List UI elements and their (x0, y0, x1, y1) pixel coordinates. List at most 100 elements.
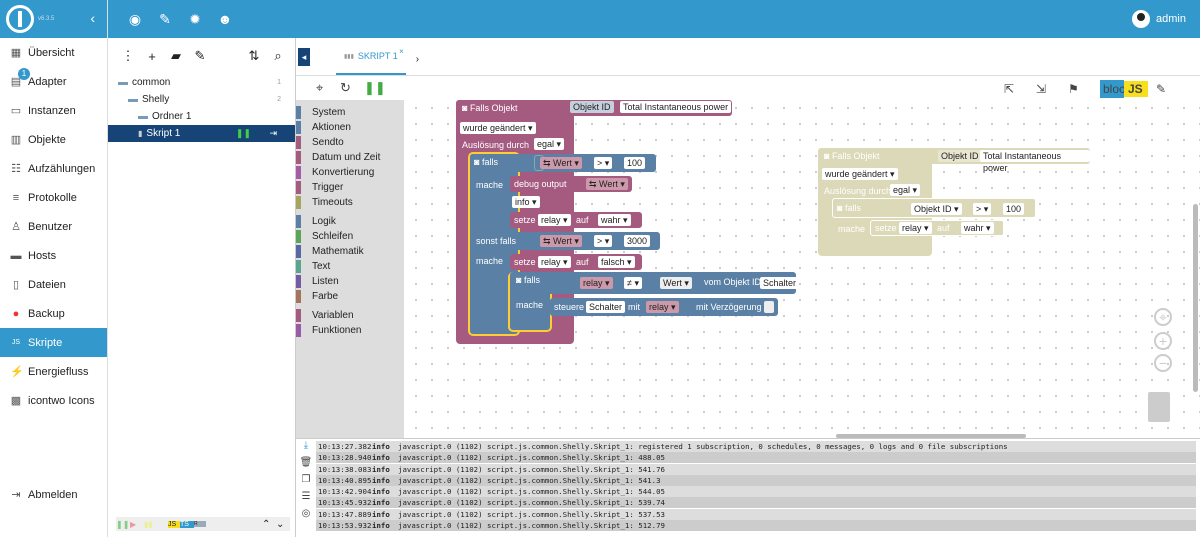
control-relay-dropdown[interactable]: relay ▾ (646, 301, 679, 313)
center-icon[interactable]: ⌖ (1154, 308, 1172, 326)
toolbox-category-system[interactable]: System (296, 105, 404, 120)
info-dropdown[interactable]: info ▾ (512, 196, 540, 208)
elseif-operator[interactable]: > ▾ (594, 235, 613, 247)
zoom-in-icon[interactable]: + (1154, 332, 1172, 350)
target-icon[interactable]: ⌖ (316, 80, 324, 95)
toolbox-category-variablen[interactable]: Variablen (296, 308, 404, 323)
disabled-true-dropdown[interactable]: wahr ▾ (961, 222, 994, 234)
tab-skript-1[interactable]: ▮▮▮ SKRIPT 1 × (336, 39, 406, 75)
back-icon[interactable]: ◂ (298, 48, 310, 66)
export-icon[interactable]: ⇱ (1004, 82, 1015, 96)
ts-filter-icon[interactable]: TS (180, 520, 194, 528)
pause-icon[interactable]: ❚❚ (364, 80, 386, 95)
disabled-relay-dropdown[interactable]: relay ▾ (899, 222, 932, 234)
toolbox-category-konvertierung[interactable]: Konvertierung (296, 165, 404, 180)
elseif-value-dropdown[interactable]: ⇆ Wert ▾ (540, 235, 582, 247)
objid-value[interactable]: Total Instantaneous power (620, 101, 732, 113)
trigger-dropdown[interactable]: egal ▾ (534, 138, 565, 150)
sidebar-item-benutzer[interactable]: ♙Benutzer (0, 212, 107, 241)
js-filter-icon[interactable]: JS (168, 520, 180, 528)
toolbox-category-schleifen[interactable]: Schleifen (296, 229, 404, 244)
tree-row[interactable]: ▮Skript 1❚❚⇥ (108, 125, 295, 142)
control-block[interactable]: steuere Schalter mit relay ▾ mit Verzöge… (550, 298, 778, 316)
rules-filter-icon[interactable]: R (194, 521, 206, 527)
control-schalter[interactable]: Schalter (586, 301, 626, 313)
import-icon[interactable]: ⇲ (1036, 82, 1047, 96)
toolbox-category-sendto[interactable]: Sendto (296, 135, 404, 150)
disabled-objid-dropdown[interactable]: Objekt ID ▾ (911, 203, 962, 215)
toolbox-category-datum-und-zeit[interactable]: Datum und Zeit (296, 150, 404, 165)
disabled-changed[interactable]: wurde geändert ▾ (822, 168, 898, 180)
number-3000[interactable]: 3000 (624, 235, 651, 247)
neq-operator[interactable]: ≠ ▾ (624, 277, 642, 289)
tree-row[interactable]: ▬Ordner 1 (108, 108, 295, 125)
toolbox-category-logik[interactable]: Logik (296, 214, 404, 229)
edit-icon[interactable]: ✎ (194, 48, 206, 63)
trigger-block-header[interactable]: ◙ Falls Objekt Objekt ID Total Instantan… (456, 100, 732, 116)
js-convert-button[interactable]: JS (1124, 81, 1148, 97)
debug-block[interactable]: debug output ⇆ Wert ▾ (510, 176, 632, 192)
iobroker-logo[interactable] (6, 5, 34, 33)
blockly-filter-icon[interactable]: ▮▮ (144, 519, 153, 529)
nested-value-dropdown[interactable]: Wert ▾ (660, 277, 692, 289)
export-script-icon[interactable]: ⇥ (269, 128, 277, 138)
pause-script-icon[interactable]: ❚❚ (235, 128, 251, 138)
chevron-right-icon[interactable]: › (415, 54, 420, 65)
flag-icon[interactable]: ⚑ (1068, 82, 1079, 96)
collapse-all-icon[interactable]: ⌄ (276, 518, 285, 530)
disabled-if-row[interactable]: ◙ falls Objekt ID ▾ > ▾ 100 (832, 198, 1036, 218)
toolbox-category-aktionen[interactable]: Aktionen (296, 120, 404, 135)
disabled-trigger-dropdown[interactable]: egal ▾ (890, 184, 921, 196)
if-row[interactable]: ◙ falls ⇆ Wert ▾ > ▾ 100 (470, 154, 656, 172)
sidebar-item-icontwo-icons[interactable]: ▩icontwo Icons (0, 386, 107, 415)
sidebar-item-protokolle[interactable]: ≡Protokolle (0, 183, 107, 212)
toolbox-category-listen[interactable]: Listen (296, 274, 404, 289)
delay-checkbox[interactable] (764, 301, 774, 313)
clear-log-icon[interactable]: 🗑 (299, 457, 313, 468)
sidebar-item-instanzen[interactable]: ▭Instanzen (0, 96, 107, 125)
sidebar-item-hosts[interactable]: ▬Hosts (0, 241, 107, 270)
nested-relay-dropdown[interactable]: relay ▾ (580, 277, 613, 289)
toolbox-category-timeouts[interactable]: Timeouts (296, 195, 404, 210)
copy-log-icon[interactable]: ❐ (301, 474, 311, 485)
sort-icon[interactable]: ⇅ (248, 48, 260, 63)
toolbox-category-mathematik[interactable]: Mathematik (296, 244, 404, 259)
changed-dropdown[interactable]: wurde geändert ▾ (460, 122, 536, 134)
disabled-objid-value[interactable]: Total Instantaneous power (980, 150, 1090, 173)
true-dropdown[interactable]: wahr ▾ (598, 214, 631, 226)
add-folder-icon[interactable]: ▰ (171, 48, 181, 63)
sidebar-item-aufzählungen[interactable]: ☷Aufzählungen (0, 154, 107, 183)
vertical-scrollbar[interactable] (1193, 204, 1198, 392)
disabled-number-100[interactable]: 100 (1003, 203, 1025, 215)
sidebar-item-objekte[interactable]: ▥Objekte (0, 125, 107, 154)
disabled-block-header[interactable]: ◙ Falls Objekt Objekt ID Total Instantan… (818, 148, 1090, 173)
horizontal-scrollbar[interactable] (836, 434, 1026, 438)
sidebar-item-backup[interactable]: ●Backup (0, 299, 107, 328)
sidebar-item-energiefluss[interactable]: ⚡Energiefluss (0, 357, 107, 386)
expand-all-icon[interactable]: ⌃ (262, 518, 271, 530)
wrench-settings-icon[interactable]: ✎ (1156, 82, 1167, 96)
logout-button[interactable]: ⇥ Abmelden (0, 480, 108, 509)
hide-icon[interactable]: ◎ (301, 508, 311, 519)
disabled-set-block[interactable]: setze relay ▾ auf wahr ▾ (870, 220, 1004, 236)
more-menu-icon[interactable]: ⋮ (121, 48, 135, 63)
schalter-field[interactable]: Schalter (760, 277, 800, 289)
nested-if-row[interactable]: ◙ falls relay ▾ ≠ ▾ Wert ▾ vom Objekt ID… (510, 272, 800, 294)
trash-icon[interactable] (1148, 392, 1170, 422)
number-100[interactable]: 100 (624, 157, 646, 169)
sidebar-item-übersicht[interactable]: ▦Übersicht (0, 38, 107, 67)
search-icon[interactable]: ⌕ (274, 48, 282, 63)
play-filter-icon[interactable]: ▶ (130, 519, 137, 529)
zoom-out-icon[interactable]: − (1154, 354, 1172, 372)
false-dropdown[interactable]: falsch ▾ (598, 256, 635, 268)
blockly-badge[interactable]: blockly (1100, 80, 1140, 98)
operator-dropdown[interactable]: > ▾ (594, 157, 613, 169)
toolbox-category-text[interactable]: Text (296, 259, 404, 274)
log-list-icon[interactable]: ☰ (301, 491, 311, 502)
pause-filter-icon[interactable]: ❚❚ (116, 519, 130, 529)
